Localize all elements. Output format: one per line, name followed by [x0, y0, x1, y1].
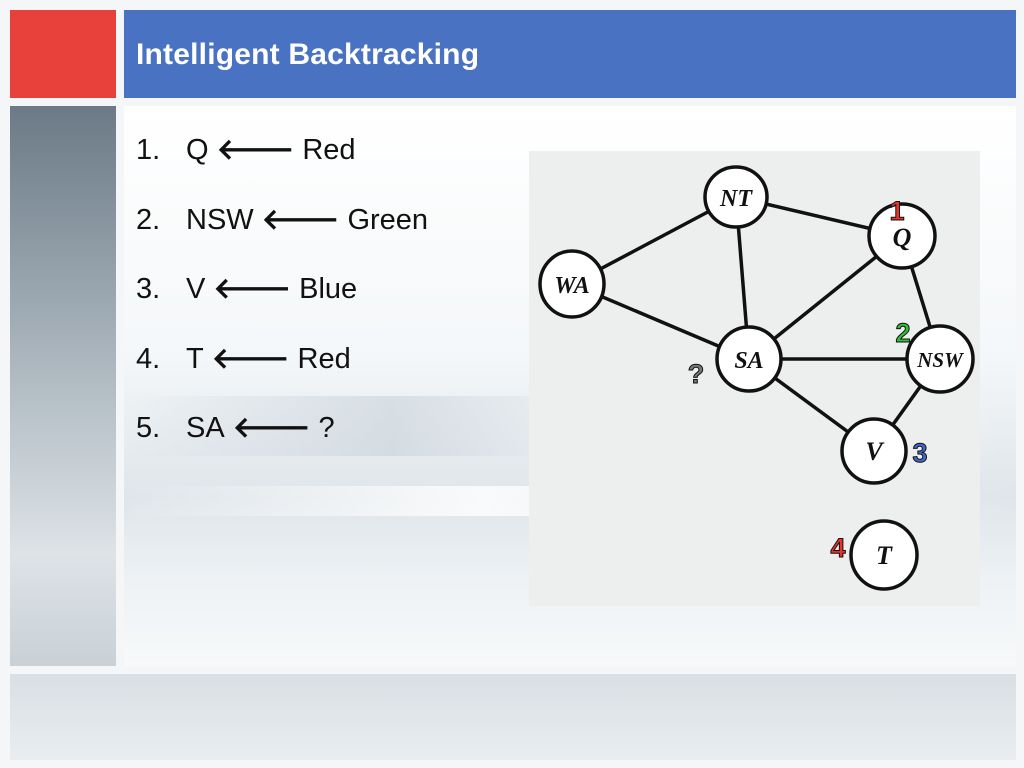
side-panel — [10, 106, 116, 666]
node-label-t: T — [876, 541, 893, 570]
annotation-v: 3 — [912, 438, 927, 468]
annotation-nsw: 2 — [895, 318, 910, 348]
step-value: Red — [302, 134, 356, 166]
list-item: 2.NSW🡐Green — [136, 203, 429, 236]
step-variable: SA — [186, 412, 225, 444]
node-nt — [703, 165, 769, 229]
node-sa — [715, 325, 783, 393]
node-q — [867, 202, 937, 270]
step-variable: V — [186, 273, 206, 305]
step-value: Red — [297, 342, 351, 375]
step-value: ? — [318, 412, 335, 444]
step-value: Green — [347, 203, 429, 236]
list-item: 4.T🡐Red — [136, 342, 351, 375]
step-variable: Q — [186, 134, 209, 166]
node-label-wa: WA — [554, 273, 590, 299]
node-label-nt: NT — [719, 186, 753, 212]
node-label-v: V — [865, 437, 885, 466]
step-value: Blue — [299, 273, 358, 305]
slide-title: Intelligent Backtracking — [136, 38, 480, 71]
node-wa — [538, 249, 606, 319]
arrow-left-icon: 🡐 — [213, 273, 292, 305]
step-variable: T — [186, 342, 204, 375]
arrow-left-icon: 🡐 — [211, 342, 290, 375]
arrow-left-icon: 🡐 — [232, 412, 311, 444]
title-bar: Intelligent Backtracking — [124, 10, 1016, 98]
list-item: 3.V🡐Blue — [136, 273, 358, 305]
node-label-nsw: NSW — [916, 348, 964, 372]
step-variable: NSW — [186, 203, 254, 236]
annotation-q: 1 — [889, 196, 904, 226]
arrow-left-icon: 🡐 — [261, 203, 340, 236]
node-label-sa: SA — [734, 348, 763, 374]
list-item: 5.SA🡐? — [136, 412, 335, 444]
node-label-q: Q — [893, 223, 912, 252]
arrow-left-icon: 🡐 — [216, 134, 295, 166]
accent-block — [10, 10, 116, 98]
constraint-graph: NT Q WA SA NSW V T 1 2 3 4 ? — [538, 165, 975, 591]
annotation-sa: ? — [688, 359, 705, 389]
node-v — [840, 417, 908, 485]
list-item: 1.Q🡐Red — [136, 134, 356, 166]
footer-bar — [10, 674, 1016, 760]
constraint-graph-figure: NT Q WA SA NSW V T 1 2 3 4 ? — [529, 151, 980, 606]
node-nsw — [905, 324, 975, 394]
annotation-t: 4 — [830, 533, 845, 563]
node-t — [849, 519, 919, 591]
assignment-list: 1.Q🡐Red 2.NSW🡐Green 3.V🡐Blue 4.T🡐Red 5.S… — [136, 132, 428, 480]
